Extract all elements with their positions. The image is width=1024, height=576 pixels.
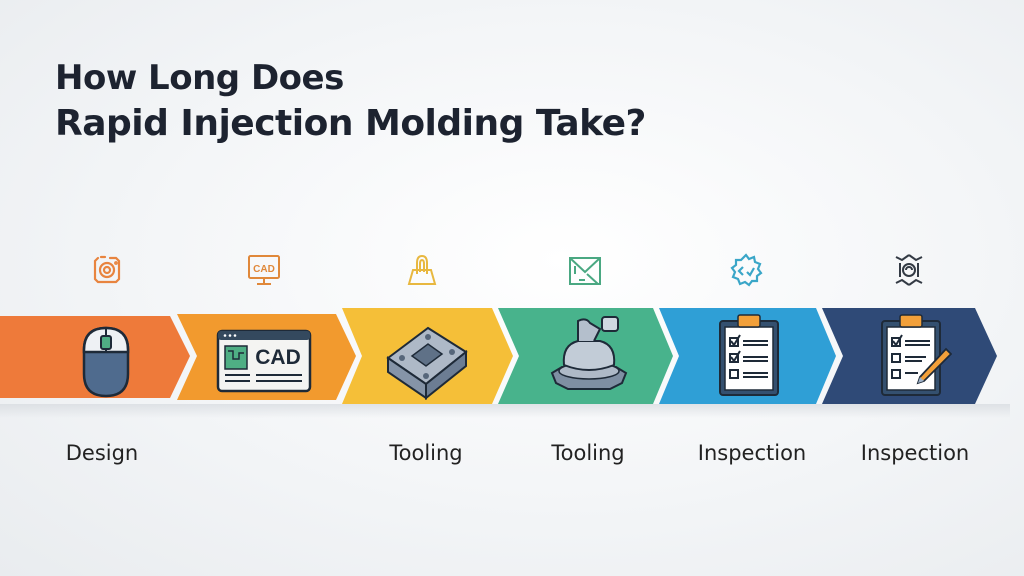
cad-monitor-icon: CAD	[248, 255, 280, 285]
mold-block-icon	[386, 326, 468, 400]
band-shadow	[0, 404, 1010, 418]
title-line-1: How Long Does	[55, 58, 344, 98]
svg-text:CAD: CAD	[253, 264, 275, 275]
gear-check-icon	[730, 253, 763, 287]
svg-text:CAD: CAD	[255, 346, 301, 369]
target-sensor-icon	[895, 254, 923, 286]
clipboard-pencil-icon	[881, 314, 952, 396]
process-band	[0, 308, 997, 404]
mouse-icon	[82, 326, 130, 398]
stage-label-tooling-2: Tooling	[551, 441, 625, 465]
stage-label-inspection-1: Inspection	[697, 441, 807, 465]
page-title: How Long Does Rapid Injection Molding Ta…	[55, 58, 646, 146]
stage-label-design: Design	[65, 441, 139, 465]
stage-label-inspection-2: Inspection	[860, 441, 970, 465]
injection-machine-icon	[550, 316, 628, 390]
envelope-tool-icon	[569, 257, 601, 285]
title-line-2: Rapid Injection Molding Take?	[55, 103, 646, 144]
camera-icon	[93, 255, 121, 284]
cad-window-icon: CAD	[216, 329, 312, 393]
checklist-clipboard-icon	[719, 314, 779, 396]
stage-label-tooling-1: Tooling	[389, 441, 463, 465]
bag-icon	[407, 254, 437, 285]
